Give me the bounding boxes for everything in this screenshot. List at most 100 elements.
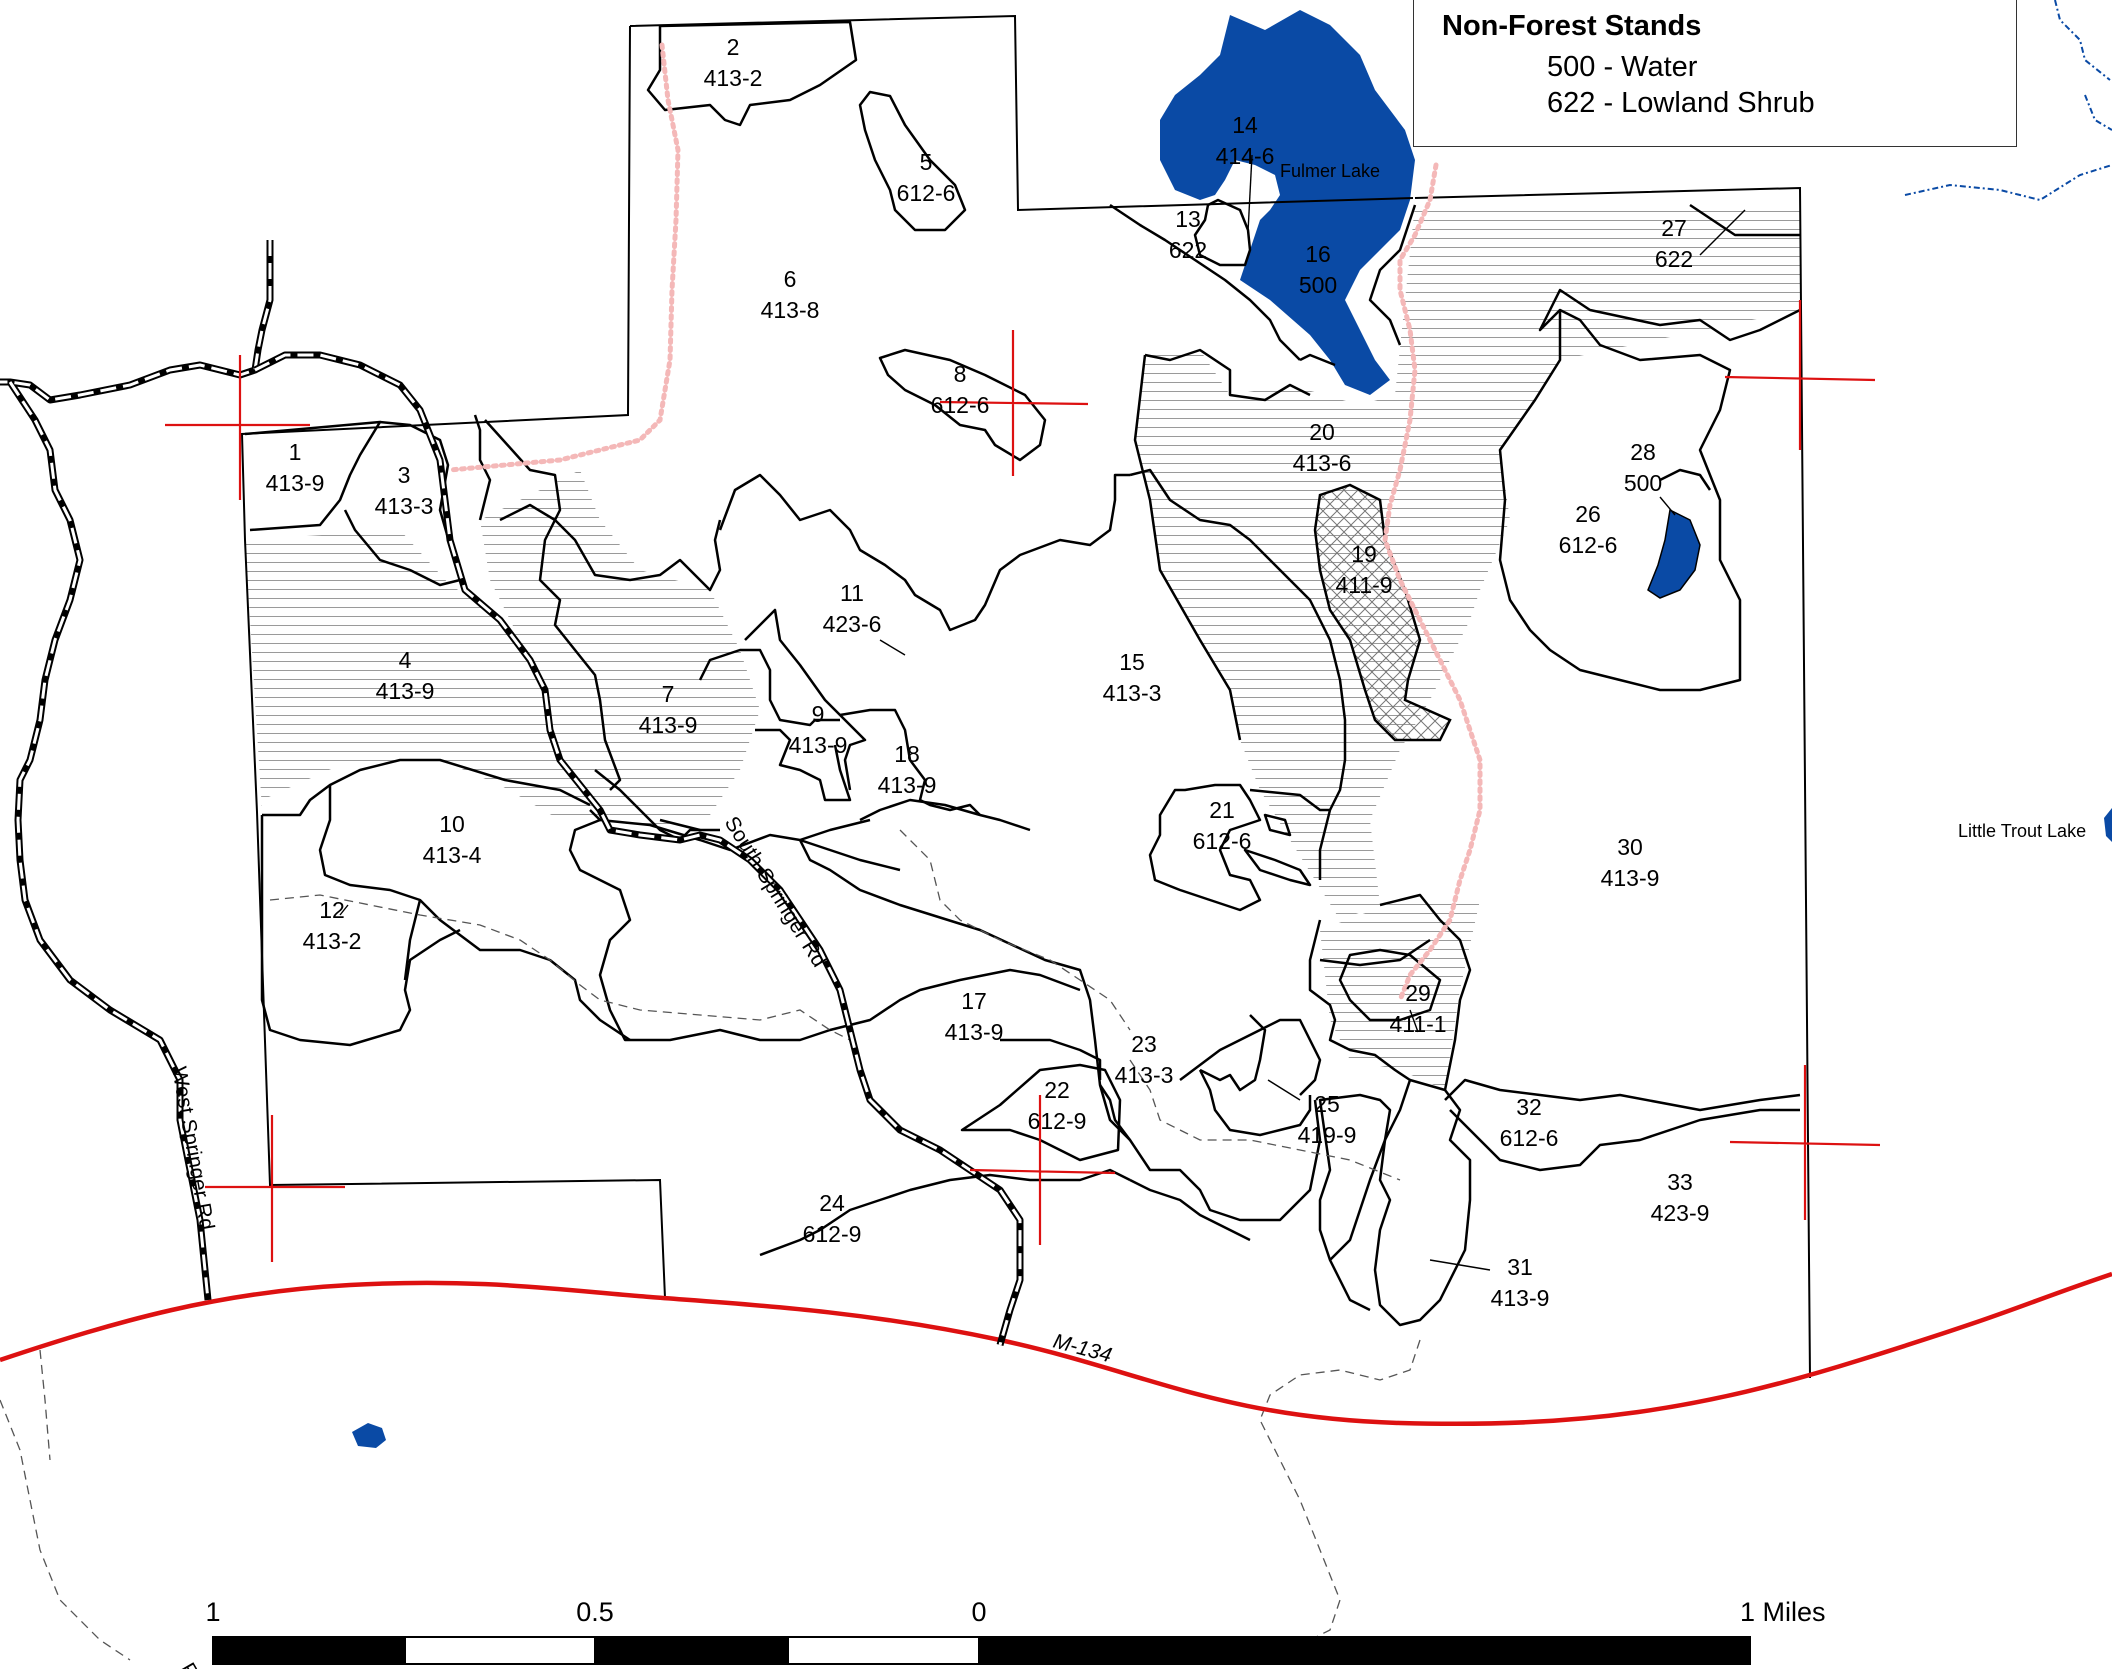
- small-pond-shape: [352, 1423, 386, 1448]
- stand-20-number: 20: [1309, 419, 1335, 445]
- legend-item-lowland-shrub: 622 - Lowland Shrub: [1547, 87, 1815, 119]
- stand-1-code: 413-9: [266, 470, 325, 496]
- stand-15-number: 15: [1119, 649, 1145, 675]
- stand-6-code: 413-8: [761, 297, 820, 323]
- stand-27-code: 622: [1655, 246, 1693, 272]
- stand-9-number: 9: [812, 701, 825, 727]
- ownership-boundary: [240, 14, 1811, 1379]
- stand-14-number: 14: [1232, 112, 1258, 138]
- stand-30-code: 413-9: [1601, 865, 1660, 891]
- stand-27-number: 27: [1661, 215, 1687, 241]
- stand-14-code: 414-6: [1216, 143, 1275, 169]
- lake-28-shape: [1647, 508, 1701, 599]
- stand-labels: 1 413-9 2 413-2 3 413-3 4 413-9 5 612-6 6 413-8 7 413…: [266, 34, 1710, 1311]
- stand-17-code: 413-9: [945, 1019, 1004, 1045]
- scale-segments: [212, 1636, 1751, 1665]
- scale-segment: [594, 1636, 789, 1665]
- little-trout-lake-label: Little Trout Lake: [1958, 821, 2086, 841]
- scale-segment: [404, 1636, 596, 1665]
- partial-road-label: R: [176, 1659, 204, 1669]
- highway-m134: [0, 1271, 2112, 1427]
- stand-1-number: 1: [289, 439, 302, 465]
- scale-segment: [212, 1636, 406, 1665]
- scale-segment: [787, 1636, 980, 1665]
- stand-6-number: 6: [784, 266, 797, 292]
- stand-33-code: 423-9: [1651, 1200, 1710, 1226]
- stand-17-number: 17: [961, 988, 987, 1014]
- stand-16-code: 500: [1299, 272, 1337, 298]
- stand-12-code: 413-2: [303, 928, 362, 954]
- leader-lines: [339, 154, 1746, 1271]
- scale-label-miles: 1 Miles: [1740, 1597, 1826, 1627]
- dotted-trail: [447, 42, 1483, 1003]
- stand-25-code: 419-9: [1298, 1122, 1357, 1148]
- legend-title: Non-Forest Stands: [1442, 10, 1702, 42]
- legend-code: 500: [1547, 51, 1596, 83]
- scale-label-half: 0.5: [576, 1597, 614, 1627]
- stand-7-number: 7: [662, 681, 675, 707]
- local-roads: [0, 240, 1024, 1346]
- stand-28-code: 500: [1624, 470, 1662, 496]
- section-corners: [165, 300, 1881, 1262]
- stand-20-code: 413-6: [1293, 450, 1352, 476]
- stand-29-number: 29: [1405, 980, 1431, 1006]
- stand-11-number: 11: [840, 580, 864, 606]
- stand-18-number: 18: [894, 741, 920, 767]
- scale-label-0: 0: [971, 1597, 986, 1627]
- stand-19-number: 19: [1351, 541, 1377, 567]
- legend-label: Water: [1621, 51, 1698, 83]
- stand-5-code: 612-6: [897, 180, 956, 206]
- stand-8-code: 612-6: [931, 392, 990, 418]
- stand-31-code: 413-9: [1491, 1285, 1550, 1311]
- stand-7-code: 413-9: [639, 712, 698, 738]
- stand-3-number: 3: [398, 462, 411, 488]
- stand-10-code: 413-4: [423, 842, 482, 868]
- stand-21-code: 612-6: [1193, 828, 1252, 854]
- stand-23-code: 413-3: [1115, 1062, 1174, 1088]
- stand-26-code: 612-6: [1559, 532, 1618, 558]
- legend: Non-Forest Stands 500 - Water 622 - Lowl…: [1413, 0, 2017, 147]
- stand-24-number: 24: [819, 1190, 845, 1216]
- stand-21-number: 21: [1209, 797, 1235, 823]
- stand-2-code: 413-2: [704, 65, 763, 91]
- stand-33-number: 33: [1667, 1169, 1693, 1195]
- scale-label-1: 1: [205, 1597, 220, 1627]
- stand-8-number: 8: [954, 361, 967, 387]
- stand-29-code: 411-1: [1389, 1011, 1446, 1037]
- stand-19-code: 411-9: [1335, 572, 1392, 598]
- west-springer-rd-label: West Springer Rd: [167, 1065, 218, 1232]
- fulmer-lake-label: Fulmer Lake: [1280, 161, 1380, 181]
- stand-22-code: 612-9: [1028, 1108, 1087, 1134]
- scale-bar: 1 0.5 0 1 Miles: [205, 1597, 1826, 1665]
- stand-2-number: 2: [727, 34, 740, 60]
- stand-16-number: 16: [1305, 241, 1331, 267]
- stand-30-number: 30: [1617, 834, 1643, 860]
- stand-4-code: 413-9: [376, 678, 435, 704]
- hatched-stands: [245, 205, 1800, 1090]
- stand-5-number: 5: [920, 149, 933, 175]
- stand-4-number: 4: [399, 647, 412, 673]
- stand-18-code: 413-9: [878, 772, 937, 798]
- stand-28-number: 28: [1630, 439, 1656, 465]
- stand-24-code: 612-9: [803, 1221, 862, 1247]
- stand-15-code: 413-3: [1103, 680, 1162, 706]
- trails: [0, 829, 1421, 1661]
- stand-23-number: 23: [1131, 1031, 1157, 1057]
- stand-9-code: 413-9: [789, 732, 848, 758]
- stand-3-code: 413-3: [375, 493, 434, 519]
- stand-10-number: 10: [439, 811, 465, 837]
- stand-13-code: 622: [1169, 237, 1207, 263]
- stand-32-code: 612-6: [1500, 1125, 1559, 1151]
- stand-32-number: 32: [1516, 1094, 1542, 1120]
- stand-13-number: 13: [1175, 206, 1201, 232]
- little-trout-lake-edge: [2104, 808, 2112, 842]
- legend-code: 622: [1547, 87, 1596, 119]
- stand-26-number: 26: [1575, 501, 1601, 527]
- stand-11-code: 423-6: [823, 611, 882, 637]
- streams: [1904, 0, 2112, 202]
- stand-12-number: 12: [319, 897, 345, 923]
- stand-19-area: [1313, 483, 1452, 742]
- stand-22-number: 22: [1044, 1077, 1070, 1103]
- legend-item-water: 500 - Water: [1547, 51, 1698, 83]
